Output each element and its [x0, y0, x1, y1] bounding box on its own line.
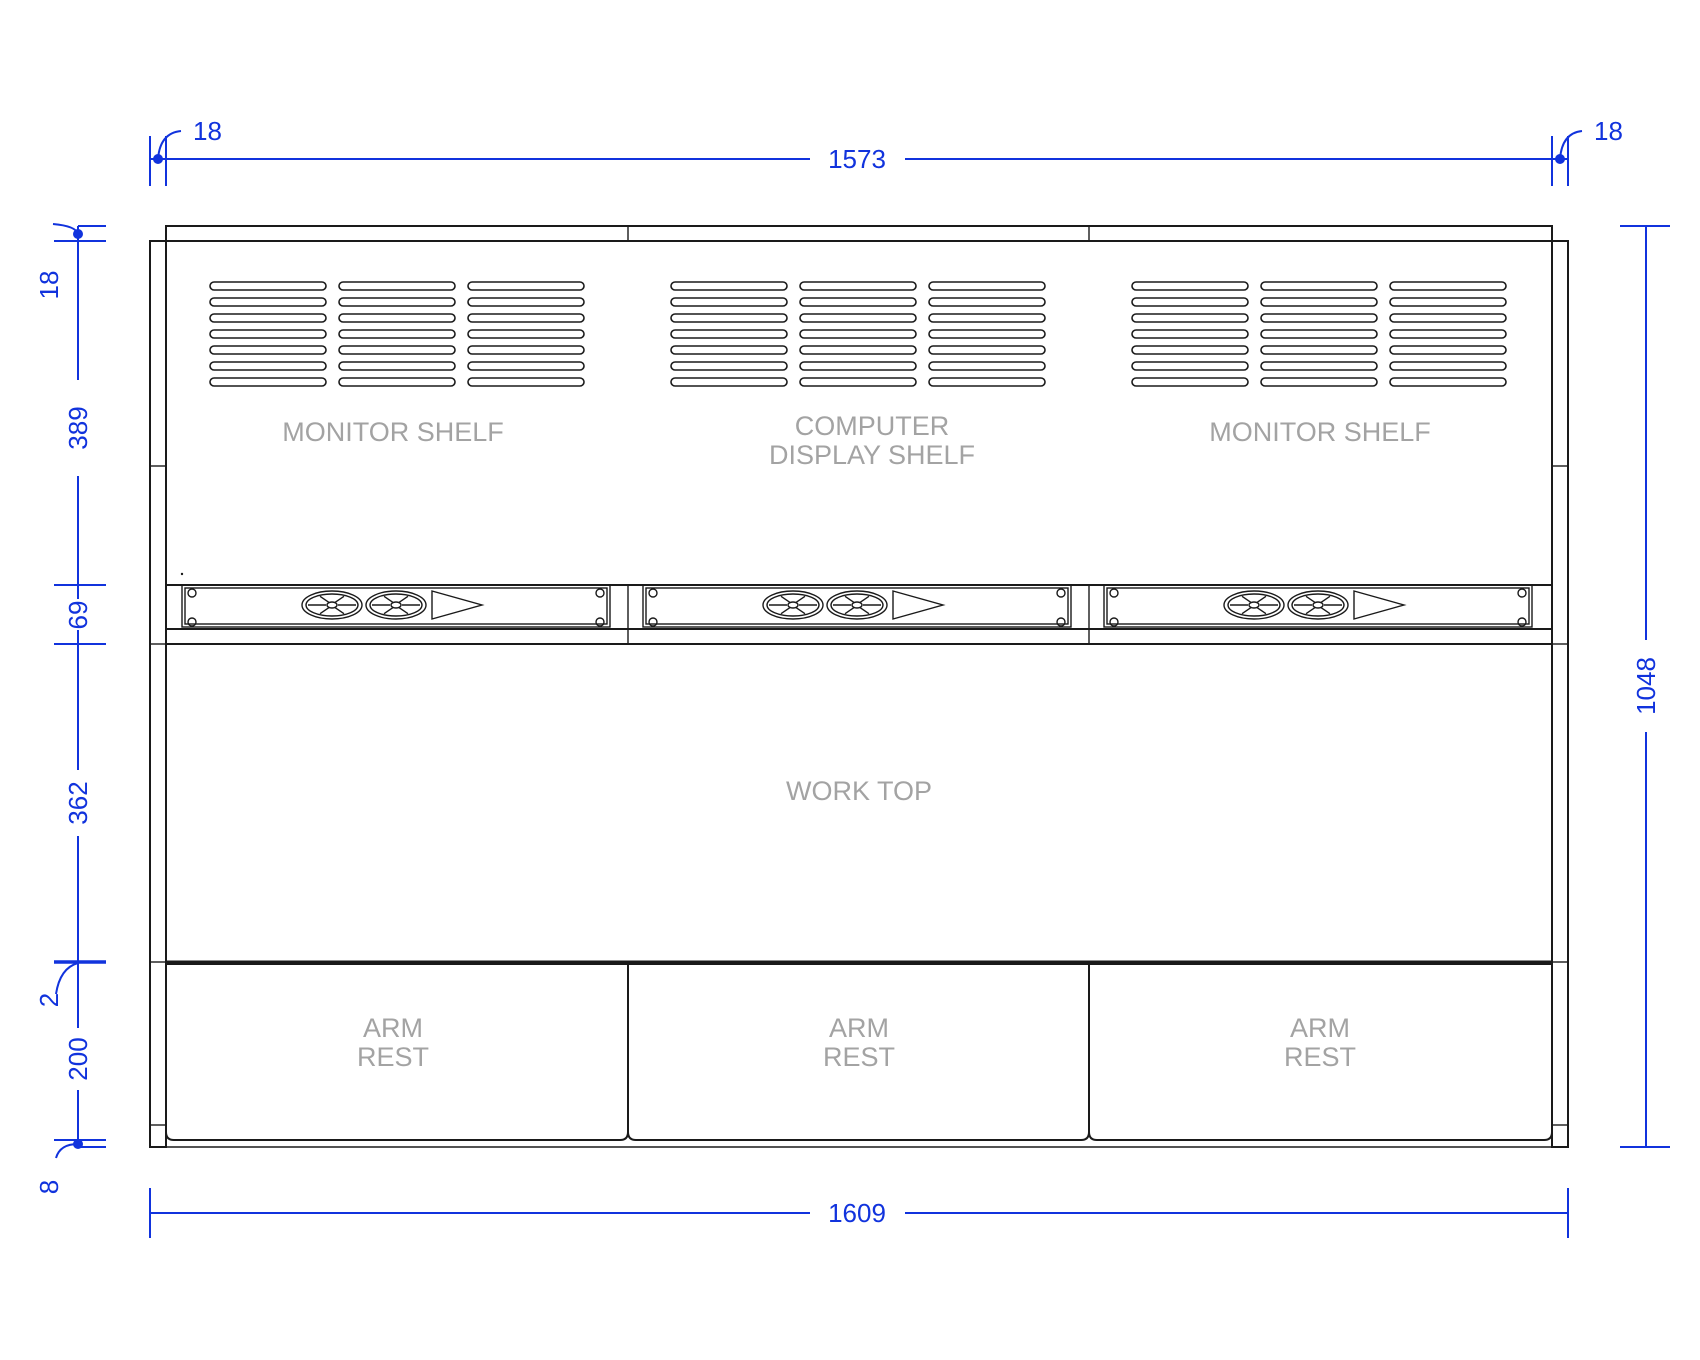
rack-unit-3: [1103, 584, 1533, 628]
fan-icon: [826, 590, 888, 620]
arm-rest-center-label-line1: ARM: [829, 1013, 889, 1043]
play-arrow-icon: [431, 590, 485, 620]
left-dim-gap: 2: [34, 993, 64, 1007]
computer-shelf-label-line1: COMPUTER: [795, 411, 950, 441]
vent-grilles: [209, 281, 1507, 387]
arm-rest-right-label-line1: ARM: [1290, 1013, 1350, 1043]
left-dim-work-top: 362: [63, 781, 93, 824]
total-height-dim: 1048: [1631, 657, 1661, 715]
vent-grille-3: [1131, 281, 1507, 387]
bottom-dimension: 1609: [149, 1188, 1569, 1238]
top-dimension: 18 1573 18: [149, 116, 1623, 186]
monitor-shelf-right-label: MONITOR SHELF: [1209, 417, 1431, 447]
right-dimension: 1048: [1620, 225, 1670, 1148]
arm-rest-left-label-line2: REST: [357, 1042, 429, 1072]
vent-grille-1: [209, 281, 585, 387]
left-dim-base: 8: [34, 1180, 64, 1194]
arm-rest-right-label-line2: REST: [1284, 1042, 1356, 1072]
top-right-offset-dim: 18: [1594, 116, 1623, 146]
play-arrow-icon: [1353, 590, 1407, 620]
monitor-shelf-left-label: MONITOR SHELF: [282, 417, 504, 447]
left-dimension: 18 389 69 362 2 200 8: [34, 223, 106, 1194]
computer-shelf-label-line2: DISPLAY SHELF: [769, 440, 975, 470]
console-frame: [149, 225, 1569, 1148]
section-labels: MONITOR SHELF COMPUTER DISPLAY SHELF MON…: [282, 411, 1431, 1072]
work-top-label: WORK TOP: [786, 776, 932, 806]
fan-icon: [365, 590, 427, 620]
top-left-offset-dim: 18: [193, 116, 222, 146]
rack-units: [181, 584, 1533, 628]
fan-icon: [762, 590, 824, 620]
arm-rests: [165, 963, 1553, 1148]
arm-rest-left-label-line1: ARM: [363, 1013, 423, 1043]
left-dim-top-cap: 18: [34, 271, 64, 300]
work-top: [165, 643, 1553, 964]
rack-unit-2: [642, 584, 1072, 628]
arm-rest-center-label-line2: REST: [823, 1042, 895, 1072]
top-width-dim: 1573: [828, 144, 886, 174]
fan-icon: [301, 590, 363, 620]
left-dim-rack: 69: [63, 601, 93, 630]
bottom-width-dim: 1609: [828, 1198, 886, 1228]
fan-icon: [1287, 590, 1349, 620]
play-arrow-icon: [892, 590, 946, 620]
left-dim-shelf: 389: [63, 406, 93, 449]
fan-icon: [1223, 590, 1285, 620]
rack-unit-1: [181, 584, 611, 628]
left-dim-arm-rest: 200: [63, 1037, 93, 1080]
vent-grille-2: [670, 281, 1046, 387]
